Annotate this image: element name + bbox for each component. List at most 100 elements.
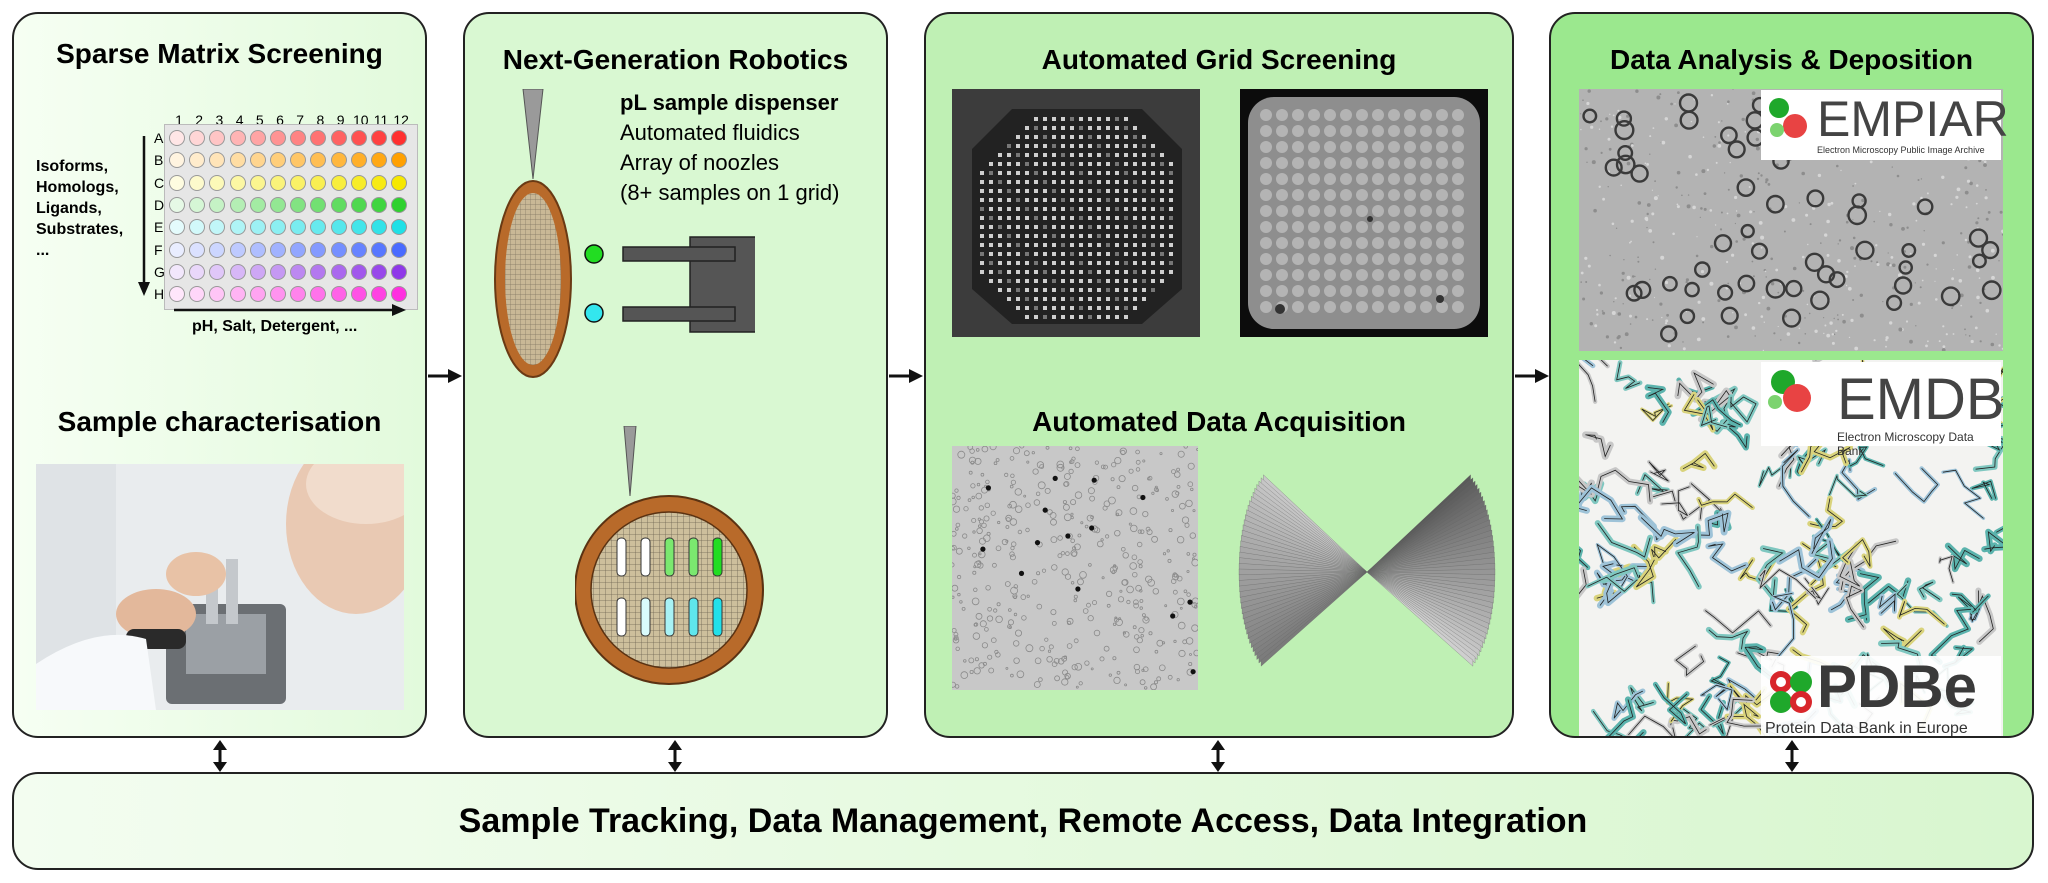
noise-speck	[1845, 220, 1849, 224]
noise-speck	[1744, 131, 1747, 133]
noise-speck	[1780, 339, 1782, 341]
grid-hole	[1308, 141, 1320, 153]
grid-hole	[1340, 285, 1352, 297]
particle	[1188, 661, 1193, 666]
atlas-square	[1115, 144, 1119, 148]
noise-speck	[1990, 342, 1995, 347]
noise-speck	[1917, 301, 1921, 305]
atlas-square	[1043, 243, 1047, 247]
sample-stripe	[640, 537, 651, 577]
noise-speck	[1591, 160, 1596, 165]
noise-speck	[1695, 254, 1699, 258]
noise-speck	[1608, 147, 1612, 151]
particle	[955, 547, 963, 555]
noise-speck	[1935, 268, 1937, 270]
noise-speck	[1854, 265, 1856, 267]
noise-speck	[1998, 260, 2000, 262]
density-outline	[1700, 695, 1724, 735]
atlas-square	[1070, 288, 1074, 292]
atlas-square	[1097, 261, 1101, 265]
noise-speck	[1612, 114, 1615, 117]
atlas-square	[1115, 189, 1119, 193]
noise-speck	[1968, 255, 1972, 259]
atlas-square	[1142, 198, 1146, 202]
tilt-series-image	[1236, 452, 1498, 692]
bidirectional-arrow	[1785, 740, 1799, 772]
particle	[1116, 485, 1121, 489]
particle	[1088, 563, 1092, 567]
particle	[973, 587, 978, 592]
particle	[953, 631, 959, 637]
atlas-square	[998, 234, 1002, 238]
particle	[1131, 554, 1138, 561]
noise-speck	[1837, 318, 1839, 321]
grid-hole	[1372, 253, 1384, 265]
particle	[975, 492, 983, 500]
particle	[1121, 579, 1128, 586]
atlas-square	[1088, 261, 1092, 265]
particle	[1126, 599, 1131, 605]
particle	[952, 562, 955, 568]
plate-well	[249, 174, 266, 191]
protein-particle	[1816, 265, 1836, 284]
grid-hole	[1436, 205, 1448, 217]
atlas-square	[1070, 153, 1074, 157]
noise-speck	[1921, 279, 1924, 282]
particle	[968, 470, 973, 475]
particle	[1168, 528, 1173, 533]
protein-particle	[1898, 260, 1914, 275]
grid-hole	[1404, 141, 1416, 153]
grid-hole	[1340, 189, 1352, 201]
atlas-square	[1088, 171, 1092, 175]
grid-hole	[1404, 157, 1416, 169]
density-outline	[1942, 469, 1984, 519]
plate-row-label: H	[154, 286, 165, 303]
protein-particle	[1901, 242, 1917, 258]
noise-speck	[1580, 128, 1582, 131]
atlas-image	[952, 89, 1200, 337]
atlas-square	[1043, 207, 1047, 211]
plate-well	[229, 130, 246, 146]
tilt-image	[1366, 571, 1474, 667]
grid-hole	[1420, 173, 1432, 185]
noise-speck	[1664, 322, 1668, 325]
grid-hole	[1276, 237, 1288, 249]
atlas-square	[1115, 243, 1119, 247]
grid-hole	[1356, 109, 1368, 121]
plate-well	[350, 286, 367, 303]
particle	[1019, 446, 1025, 449]
particle	[1116, 670, 1121, 675]
protein-particle	[1810, 290, 1830, 311]
particle	[1110, 477, 1115, 482]
noise-speck	[1584, 147, 1588, 151]
atlas-square	[1034, 198, 1038, 202]
particle	[1126, 585, 1134, 594]
plate-well	[290, 152, 307, 169]
particle	[1010, 479, 1017, 485]
particle	[993, 608, 998, 613]
atlas-square	[1079, 162, 1083, 166]
density-outline	[1579, 487, 1624, 520]
plate-well	[249, 286, 266, 303]
pdbe-name: PDBe	[1817, 653, 1978, 720]
particle	[1070, 516, 1074, 520]
noise-speck	[1770, 282, 1775, 286]
atlas-square	[1061, 135, 1065, 139]
noise-speck	[1765, 276, 1767, 278]
particle	[1114, 529, 1121, 537]
particle	[954, 637, 958, 641]
density-outline	[1978, 590, 1994, 643]
atlas-square	[998, 261, 1002, 265]
grid-side-view	[494, 89, 755, 378]
noise-speck	[1850, 246, 1854, 251]
gold-bead	[1190, 669, 1196, 675]
micrograph-image	[952, 446, 1198, 690]
particle	[1181, 516, 1190, 524]
noise-speck	[1677, 91, 1680, 94]
atlas-square	[1106, 270, 1110, 274]
noise-speck	[1674, 123, 1678, 128]
particle	[962, 533, 968, 539]
particle	[1183, 589, 1188, 594]
grid-hole	[1436, 221, 1448, 233]
noise-speck	[1898, 327, 1903, 332]
